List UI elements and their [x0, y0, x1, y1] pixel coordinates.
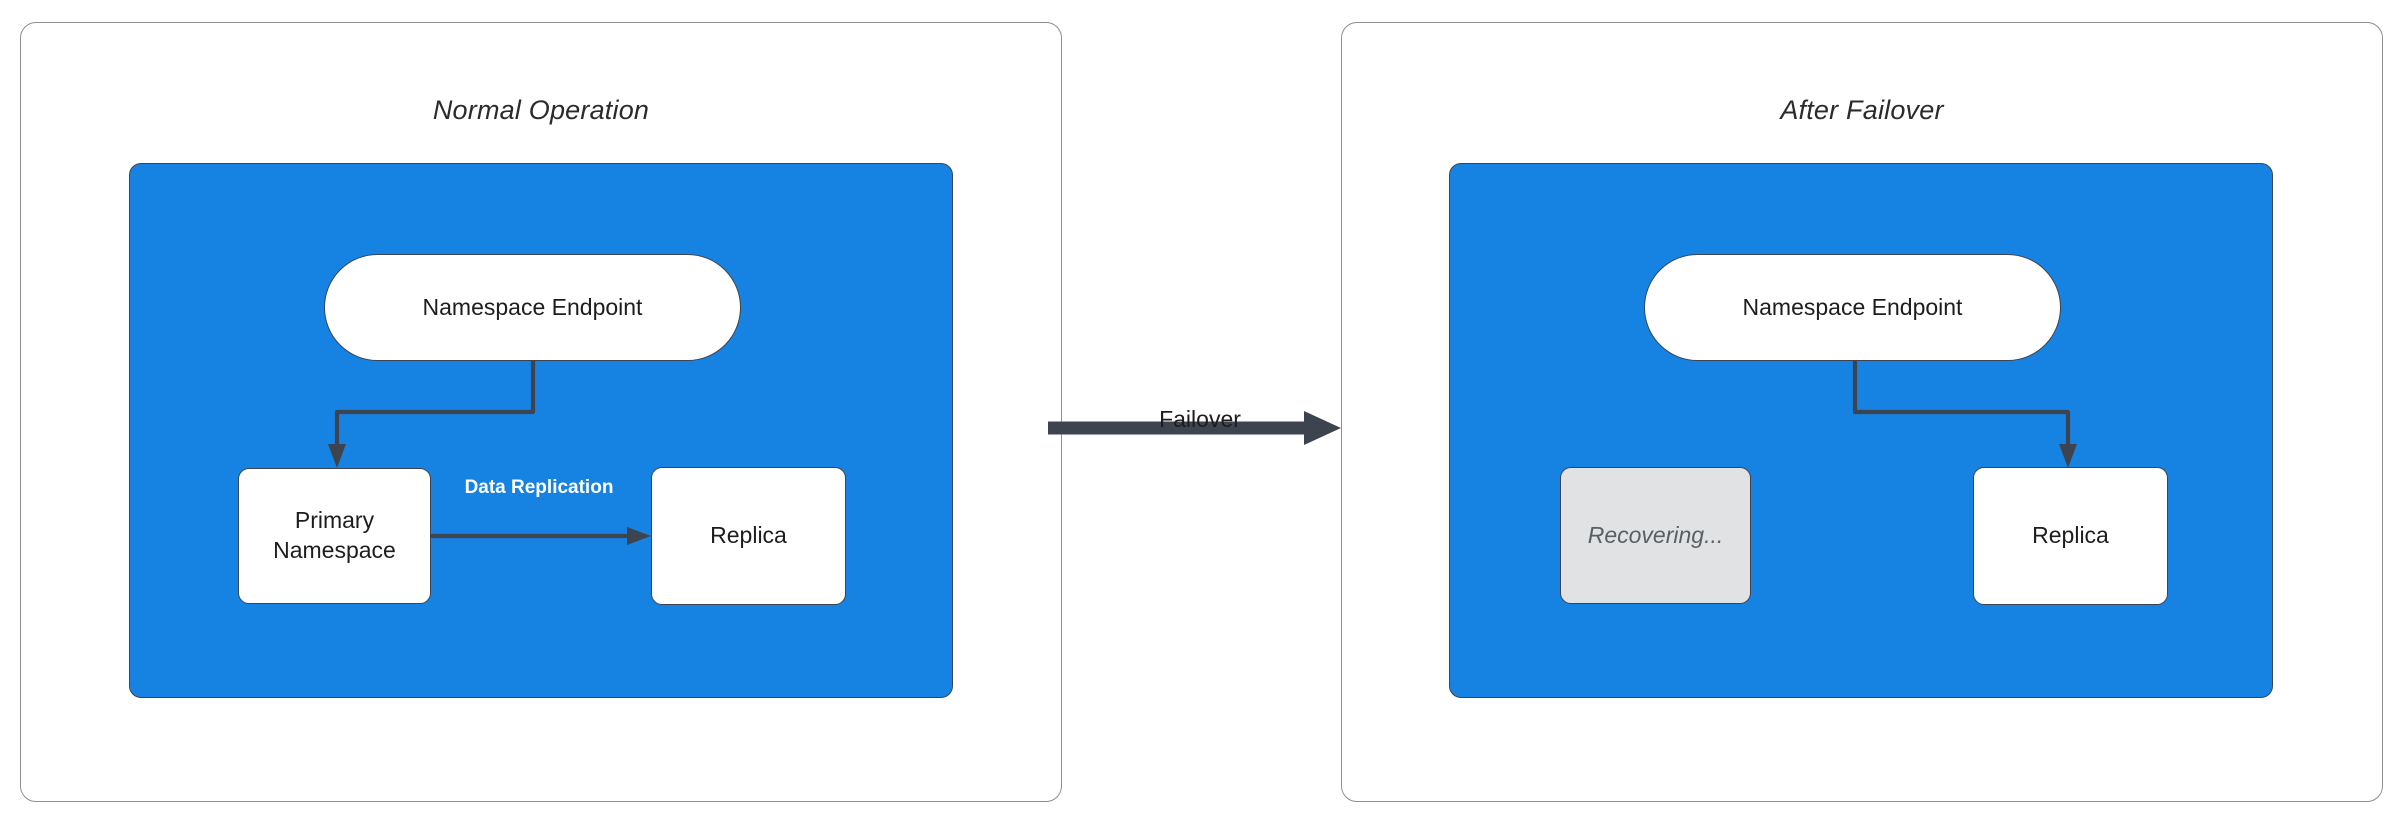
panel-title-normal-operation: Normal Operation: [432, 95, 650, 125]
node-label: Primary Namespace: [273, 506, 396, 566]
node-label: Namespace Endpoint: [422, 293, 643, 320]
node-label: Replica: [710, 522, 787, 549]
node-label: Replica: [2032, 522, 2109, 549]
node-label-line2: Namespace: [273, 537, 396, 563]
node-recovering[interactable]: Recovering...: [1560, 467, 1751, 604]
edge-label-data-replication: Data Replication: [464, 477, 614, 498]
node-label-line1: Primary: [294, 507, 375, 534]
node-replica-normal[interactable]: Replica: [651, 467, 846, 605]
panel-title-after-failover: After Failover: [1780, 95, 1944, 125]
failover-arrow-head: [1304, 411, 1341, 445]
failover-arrow: [1048, 411, 1341, 445]
node-namespace-endpoint-failover[interactable]: Namespace Endpoint: [1644, 254, 2061, 361]
failover-label: Failover: [1159, 406, 1241, 432]
zone-normal-operation: [129, 163, 953, 698]
node-replica-failover[interactable]: Replica: [1973, 467, 2168, 605]
node-primary-namespace[interactable]: Primary Namespace: [238, 468, 431, 604]
node-label: Namespace Endpoint: [1742, 293, 1963, 320]
node-label: Recovering...: [1587, 521, 1724, 548]
zone-after-failover: [1449, 163, 2273, 698]
node-namespace-endpoint-normal[interactable]: Namespace Endpoint: [324, 254, 741, 361]
